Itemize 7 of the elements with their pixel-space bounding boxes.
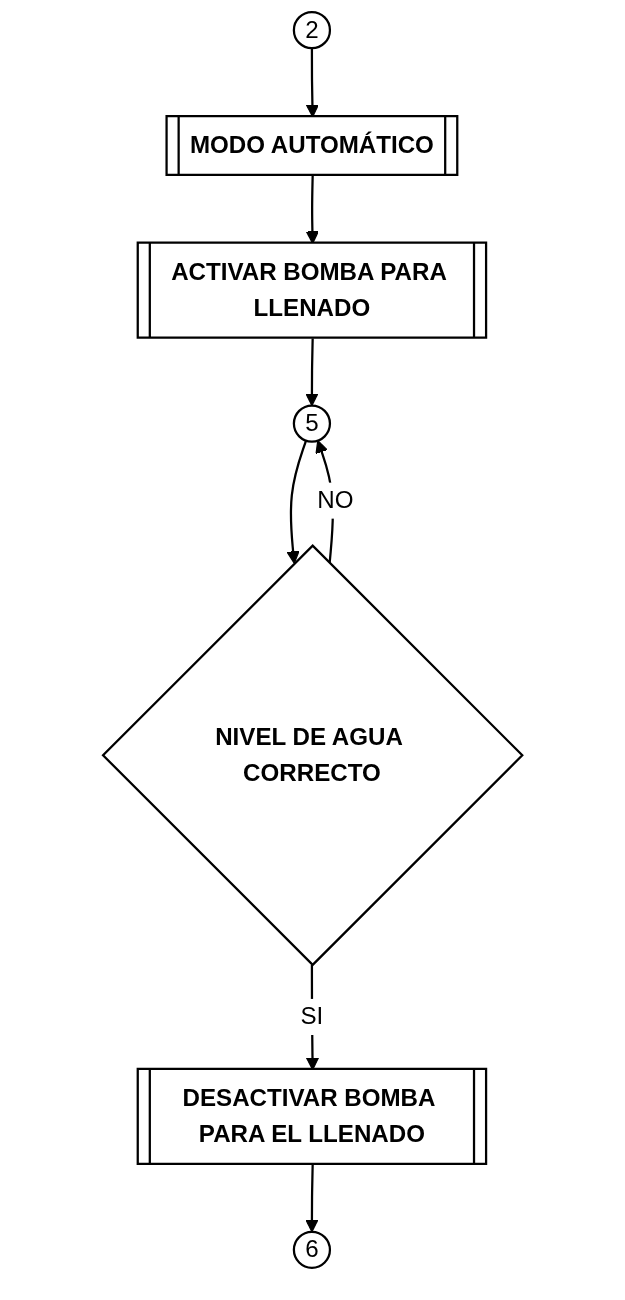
edge-label: NO [317, 487, 354, 513]
node-diamond: NIVEL DE AGUA CORRECTO [101, 544, 524, 967]
node-circle: 6 [292, 1230, 331, 1269]
arrow [286, 440, 307, 564]
node-circle: 2 [292, 11, 331, 50]
edge-label: SI [300, 1003, 324, 1029]
node-circle: 5 [292, 404, 331, 443]
